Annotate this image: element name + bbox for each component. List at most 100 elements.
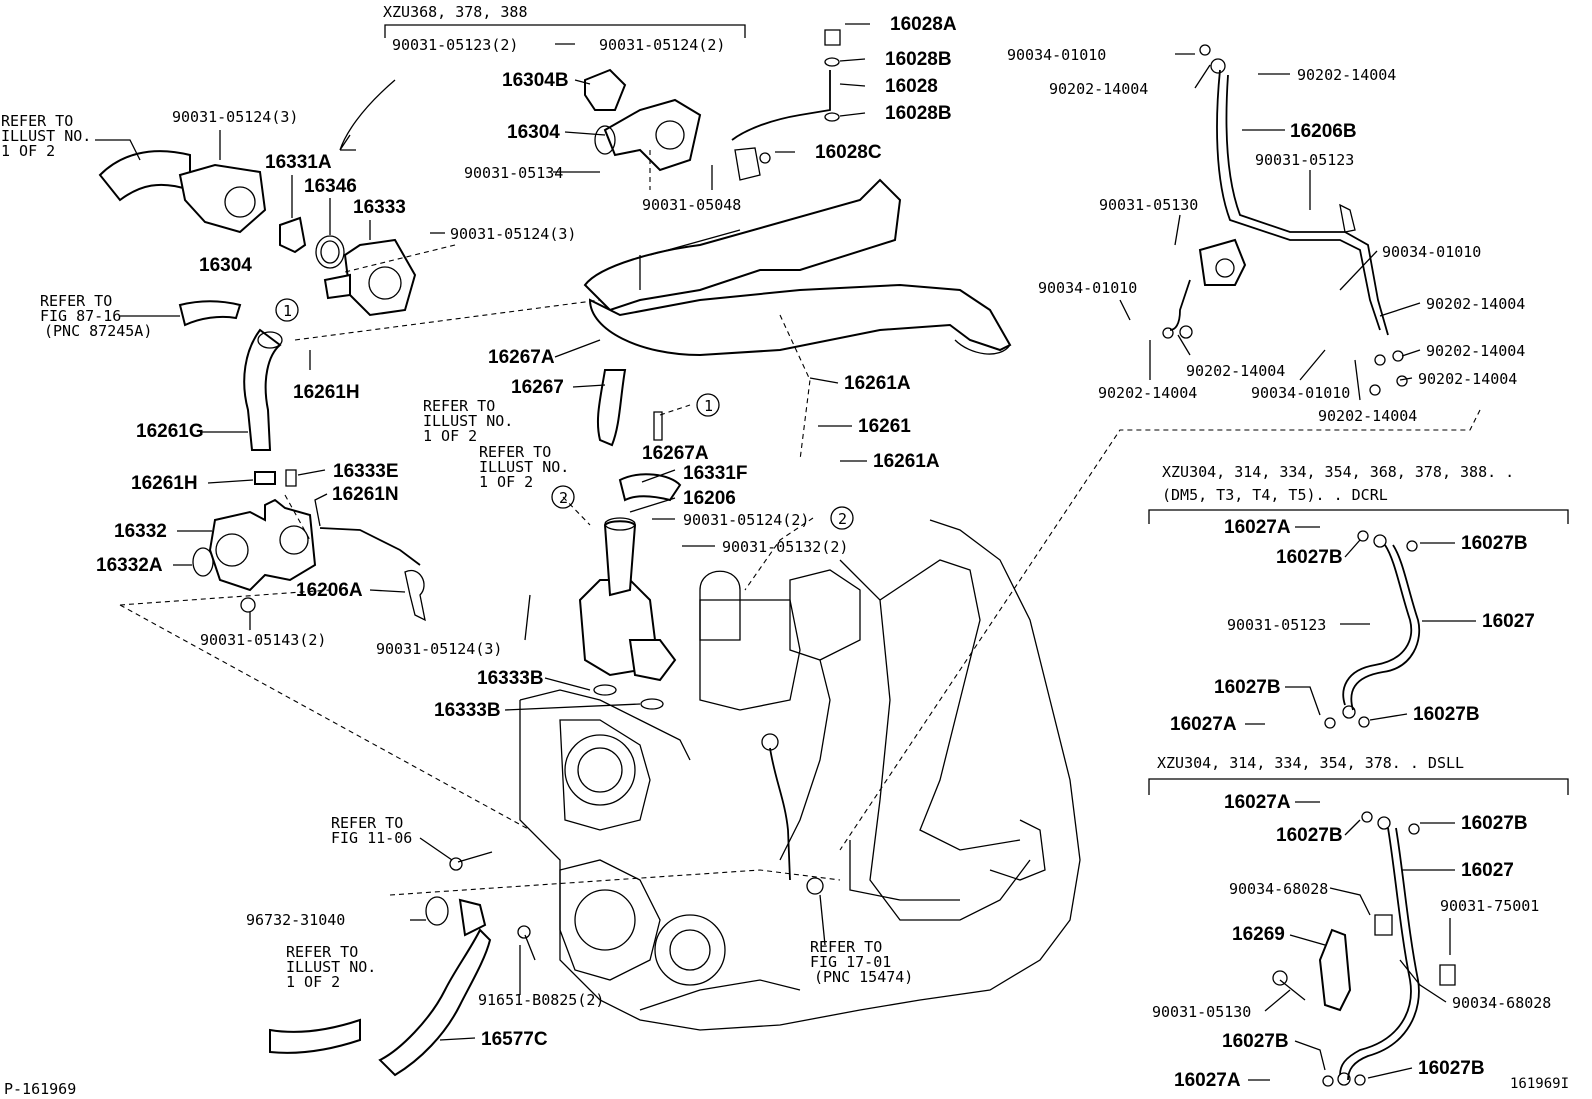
part-callout: 90031-05124(2)	[683, 511, 809, 529]
part-callout: 16206	[683, 488, 736, 509]
part-callout: XZU368, 378, 388	[383, 3, 528, 21]
part-callout: 90202-14004	[1418, 370, 1517, 388]
part-callout: ILLUST NO.	[423, 412, 513, 430]
part-callout: 16333	[353, 197, 406, 218]
part-callout: 16304	[199, 255, 252, 276]
part-callout: 90031-05124(3)	[450, 225, 576, 243]
part-callout: 90034-01010	[1251, 384, 1350, 402]
part-callout: XZU304, 314, 334, 354, 378. . DSLL	[1157, 754, 1464, 772]
part-callout: 90202-14004	[1297, 66, 1396, 84]
part-callout: 90031-05134	[464, 164, 563, 182]
part-callout: 16206B	[1290, 121, 1357, 142]
part-callout: 90031-05123(2)	[392, 36, 518, 54]
part-callout: 1 OF 2	[286, 973, 340, 991]
part-callout: 90031-05132(2)	[722, 538, 848, 556]
part-callout: FIG 17-01	[810, 953, 891, 971]
part-callout: XZU304, 314, 334, 354, 368, 378, 388. .	[1162, 463, 1514, 481]
intake-pipe	[583, 178, 1012, 357]
part-callout: 16304B	[502, 70, 569, 91]
part-callout: 90202-14004	[1186, 362, 1285, 380]
part-callout: ILLUST NO.	[479, 458, 569, 476]
part-callout: 16304	[507, 122, 560, 143]
part-callout: 16028C	[815, 142, 882, 163]
part-callout: REFER TO	[331, 814, 403, 832]
circle-marker-label: 1	[283, 302, 292, 320]
part-callout: 16332	[114, 521, 167, 542]
part-callout: 16261A	[873, 451, 940, 472]
part-callout: (PNC 15474)	[814, 968, 913, 986]
reference-code: 161969I	[1510, 1076, 1569, 1092]
part-callout: 16267	[511, 377, 564, 398]
part-callout: 90031-05048	[642, 196, 741, 214]
diagram-code: P-161969	[4, 1080, 76, 1098]
part-callout: 16331F	[683, 463, 747, 484]
engine-block	[519, 519, 1081, 1031]
part-callout: 96732-31040	[246, 911, 345, 929]
lower-hoses	[269, 733, 824, 1077]
part-callout: FIG 11-06	[331, 829, 412, 847]
part-callout: 16332A	[96, 555, 163, 576]
part-callout: 1 OF 2	[423, 427, 477, 445]
part-callout: 90031-05123	[1255, 151, 1354, 169]
thermostat-housing-16304	[584, 29, 841, 181]
part-callout: 90202-14004	[1318, 407, 1417, 425]
part-callout: 16027B	[1214, 677, 1281, 698]
part-callout: FIG 87-16	[40, 307, 121, 325]
water-outlet-16332	[192, 498, 426, 622]
part-callout: 90031-75001	[1440, 897, 1539, 915]
part-callout: 16027B	[1276, 547, 1343, 568]
part-callout: 90031-05124(3)	[172, 108, 298, 126]
circle-marker-label: 2	[838, 510, 847, 528]
part-callout: 16028B	[885, 103, 952, 124]
part-callout: 90034-01010	[1382, 243, 1481, 261]
part-callout: 90031-05143(2)	[200, 631, 326, 649]
part-callout: 90034-01010	[1007, 46, 1106, 64]
part-callout: 16333E	[333, 461, 399, 482]
pipe-16027-dcrl	[1324, 530, 1421, 729]
part-callout: 16261	[858, 416, 911, 437]
part-callout: 90031-05130	[1099, 196, 1198, 214]
part-callout: 90034-68028	[1229, 880, 1328, 898]
part-callout: 90202-14004	[1098, 384, 1197, 402]
part-callout: 16027B	[1461, 533, 1528, 554]
part-callout: 16261A	[844, 373, 911, 394]
part-callout: 91651-B0825(2)	[478, 991, 604, 1009]
part-callout: 16269	[1232, 924, 1285, 945]
part-callout: 90031-05123	[1227, 616, 1326, 634]
part-callout: REFER TO	[423, 397, 495, 415]
part-callout: 90031-05124(2)	[599, 36, 725, 54]
part-callout: 16028	[885, 76, 938, 97]
part-callout: 16027B	[1418, 1058, 1485, 1079]
part-callout: REFER TO	[40, 292, 112, 310]
center-housing	[578, 369, 682, 710]
part-callout: 16028A	[890, 14, 957, 35]
part-callout: 16346	[304, 176, 357, 197]
part-callout: REFER TO	[479, 443, 551, 461]
part-callout: 16027A	[1224, 517, 1291, 538]
part-callout: 16027B	[1461, 813, 1528, 834]
leader-lines	[95, 23, 1476, 1081]
part-callout: 90202-14004	[1426, 295, 1525, 313]
part-callout: REFER TO	[1, 112, 73, 130]
part-callout: 90031-05124(3)	[376, 640, 502, 658]
reference-lines	[119, 150, 1481, 896]
part-callout: 16333B	[477, 668, 544, 689]
part-callout: (DM5, T3, T4, T5). . DCRL	[1162, 486, 1388, 504]
right-pipe-assembly	[1162, 44, 1408, 396]
part-callout: 16027B	[1413, 704, 1480, 725]
part-callout: 16027A	[1170, 714, 1237, 735]
part-callout: 16027A	[1224, 792, 1291, 813]
circle-markers: 1 1 2 2	[275, 298, 854, 530]
part-callout: 16261H	[131, 473, 198, 494]
part-callout: 16027B	[1276, 825, 1343, 846]
part-callout: ILLUST NO.	[286, 958, 376, 976]
part-callout: (PNC 87245A)	[44, 322, 152, 340]
part-callout: 16577C	[481, 1029, 548, 1050]
part-callout: 16331A	[265, 152, 332, 173]
part-callout: 16027	[1461, 860, 1514, 881]
part-callout: 90034-68028	[1452, 994, 1551, 1012]
part-callout: 90202-14004	[1426, 342, 1525, 360]
part-callout: ILLUST NO.	[1, 127, 91, 145]
part-callout: 16027A	[1174, 1070, 1241, 1091]
part-callout: 16267A	[488, 347, 555, 368]
